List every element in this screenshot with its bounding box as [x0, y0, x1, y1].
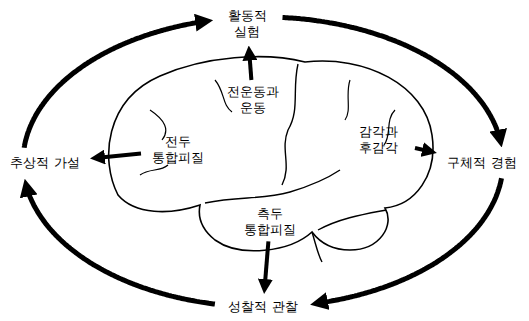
cycle-arrow [283, 18, 501, 141]
brain-region: 감각과 후감각 [343, 122, 413, 157]
region-label: 전운동과 운동 [218, 84, 288, 115]
cycle-arrow [24, 21, 206, 148]
cycle-stage: 활동적 실험 [218, 6, 276, 43]
cycle-stage: 구체적 경험 [440, 153, 524, 173]
stage-label: 추상적 가설 [10, 155, 79, 171]
region-arrow [96, 153, 141, 158]
cycle-stage: 성찰적 관찰 [221, 297, 305, 317]
central-sulcus [282, 64, 298, 185]
region-arrow [265, 241, 269, 288]
brain-region: 전두 통합피질 [143, 132, 213, 167]
stage-label: 성찰적 관찰 [228, 299, 297, 315]
region-arrow [249, 52, 251, 81]
region-label: 감각과 후감각 [346, 124, 410, 155]
cycle-arrow [26, 186, 215, 304]
region-label: 측두 통합피질 [238, 206, 302, 237]
region-label: 전두 통합피질 [146, 134, 210, 165]
brain-outline [109, 57, 433, 251]
cerebellum-line [318, 210, 386, 230]
cycle-stage: 추상적 가설 [3, 153, 87, 173]
brain-region: 전운동과 운동 [215, 82, 291, 117]
stage-label: 활동적 실험 [221, 8, 273, 41]
stage-label: 구체적 경험 [447, 155, 516, 171]
region-arrow [415, 148, 431, 152]
brain-fold [140, 80, 395, 175]
brain-stem [312, 232, 322, 262]
cycle-arrow [317, 178, 501, 303]
brain-region: 측두 통합피질 [235, 204, 305, 239]
lateral-sulcus [205, 170, 340, 203]
